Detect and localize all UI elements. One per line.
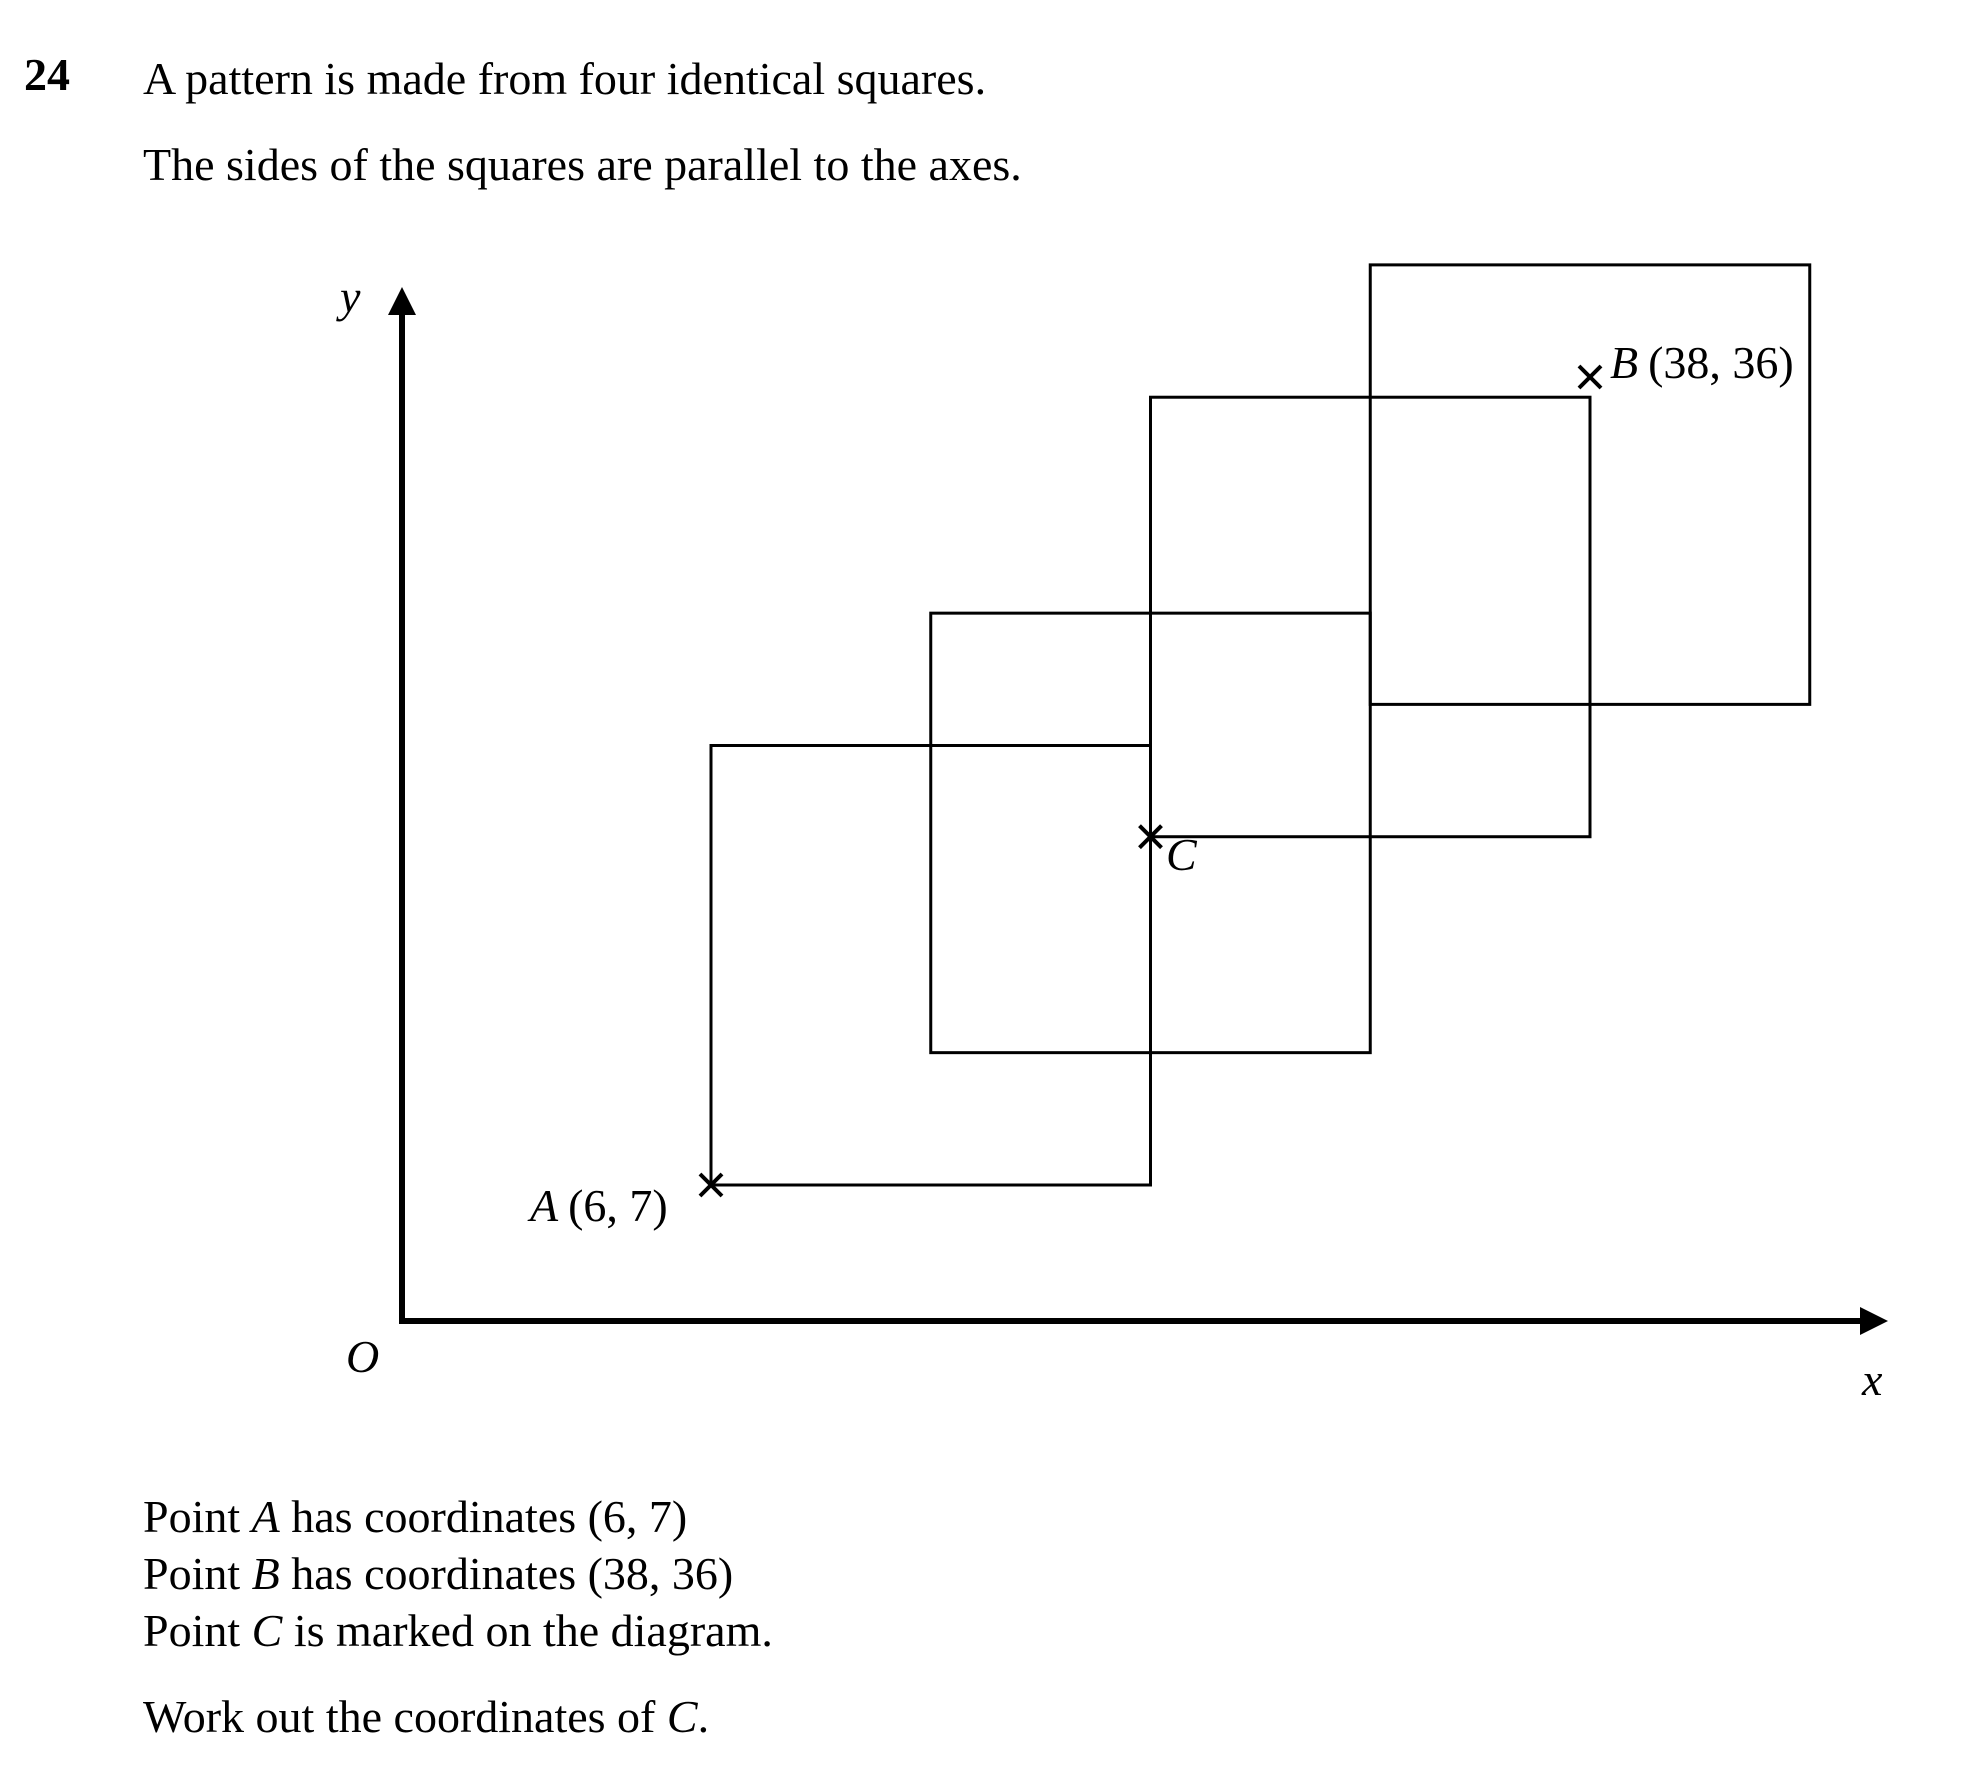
given-line-b: Point B has coordinates (38, 36)	[143, 1551, 733, 1597]
x-axis-label: x	[1861, 1354, 1883, 1405]
task-line: Work out the coordinates of C.	[143, 1694, 709, 1740]
given-b-var: B	[251, 1548, 280, 1599]
origin-label: O	[346, 1331, 379, 1382]
point-b-coords: (38, 36)	[1648, 337, 1794, 388]
intro-line-1: A pattern is made from four identical sq…	[143, 53, 987, 104]
question-number: 24	[24, 49, 70, 100]
point-a-cross-icon	[698, 1172, 724, 1198]
task-prefix: Work out the coordinates of	[143, 1691, 667, 1742]
given-b-suffix: has coordinates (38, 36)	[279, 1548, 734, 1599]
point-a-coords: (6, 7)	[568, 1180, 668, 1231]
point-c-cross-icon	[1138, 824, 1163, 850]
square-4	[1368, 263, 1812, 706]
point-c-label: C	[1166, 829, 1198, 880]
given-b-prefix: Point	[143, 1548, 252, 1599]
given-c-suffix: is marked on the diagram.	[282, 1605, 773, 1656]
point-a-name: A	[527, 1180, 559, 1231]
x-axis-arrow	[1860, 1307, 1888, 1335]
task-var: C	[666, 1691, 698, 1742]
given-line-c: Point C is marked on the diagram.	[143, 1608, 773, 1654]
given-line-a: Point A has coordinates (6, 7)	[143, 1494, 687, 1540]
intro-line-2: The sides of the squares are parallel to…	[143, 139, 1022, 190]
point-b-cross-icon	[1577, 364, 1603, 390]
point-a-label: A(6, 7)	[527, 1180, 668, 1231]
given-c-var: C	[251, 1605, 283, 1656]
y-axis-arrow	[388, 287, 416, 315]
squares-group	[709, 263, 1812, 1187]
y-axis-label: y	[336, 271, 361, 322]
given-a-suffix: has coordinates (6, 7)	[279, 1491, 688, 1542]
task-suffix: .	[697, 1691, 710, 1742]
given-a-prefix: Point	[143, 1491, 252, 1542]
given-c-prefix: Point	[143, 1605, 252, 1656]
point-b-name: B	[1610, 337, 1638, 388]
point-markers	[698, 364, 1603, 1198]
point-b-label: B(38, 36)	[1610, 337, 1794, 388]
given-a-var: A	[251, 1491, 280, 1542]
